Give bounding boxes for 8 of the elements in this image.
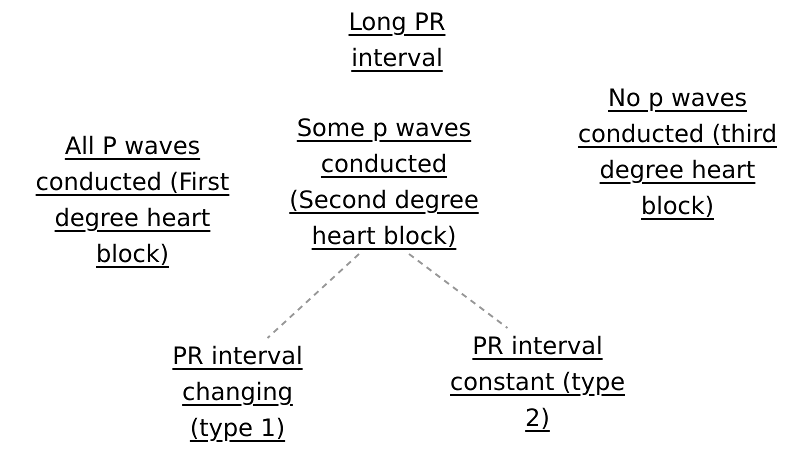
underlined-heading: PR interval constant (type 2)	[450, 331, 625, 434]
underlined-heading: Some p waves conducted (Second degree heart block)	[288, 113, 480, 252]
dashed-connector	[266, 253, 360, 339]
underlined-heading: All P waves conducted (First degree heart block)	[34, 131, 230, 270]
underlined-heading: Long PR interval	[348, 7, 446, 74]
underlined-heading: No p waves conducted (third degree heart block)	[576, 83, 778, 222]
underlined-heading: PR interval changing (type 1)	[171, 341, 304, 444]
dashed-connector	[408, 253, 508, 329]
